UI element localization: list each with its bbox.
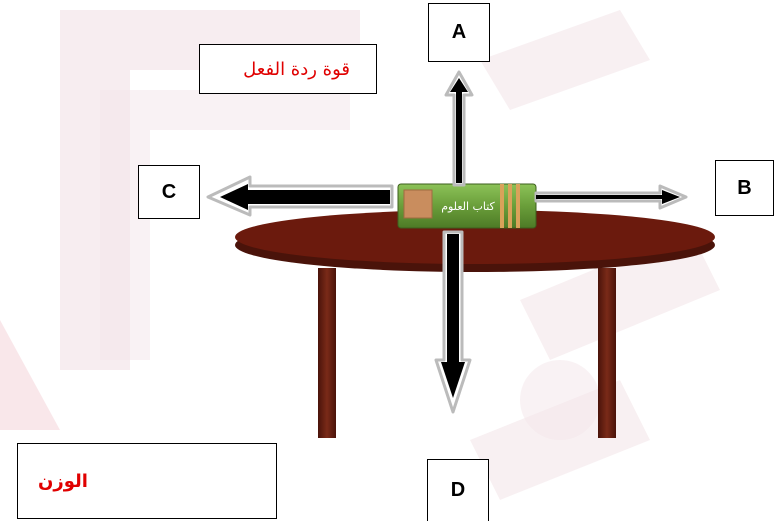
arrow-down xyxy=(434,230,472,414)
table-leg-right xyxy=(598,268,616,438)
arrow-right xyxy=(534,184,688,210)
arrow-label-d: D xyxy=(427,459,489,521)
table xyxy=(235,210,715,438)
table-top xyxy=(235,210,715,264)
reaction-force-label-box: قوة ردة الفعل xyxy=(199,44,377,94)
weight-label-box: الوزن xyxy=(17,443,277,519)
arrow-label-b: B xyxy=(715,160,774,216)
reaction-force-label: قوة ردة الفعل xyxy=(243,58,350,80)
weight-label: الوزن xyxy=(38,470,88,492)
arrow-left xyxy=(206,175,394,217)
table-leg-left xyxy=(318,268,336,438)
arrow-up xyxy=(444,70,474,187)
book-title: كتاب العلوم xyxy=(441,200,495,213)
arrow-label-c: C xyxy=(138,165,200,219)
book: كتاب العلوم xyxy=(397,183,537,229)
arrow-label-a: A xyxy=(428,3,490,62)
